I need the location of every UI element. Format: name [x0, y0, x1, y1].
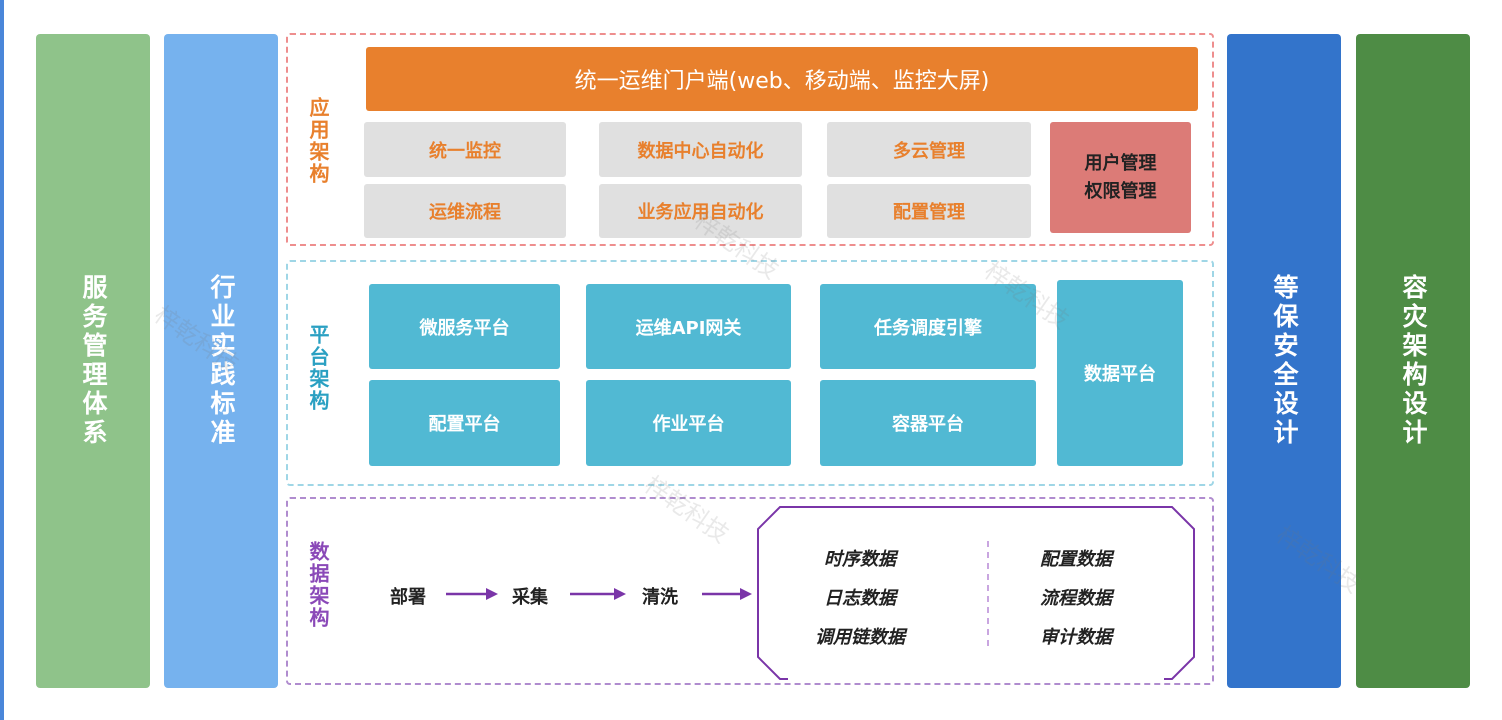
permission-management-label: 权限管理 — [1084, 180, 1157, 202]
platform-architecture-section: 平台架构 微服务平台 运维API网关 任务调度引擎 配置平台 作业平台 容器平台… — [286, 260, 1214, 486]
platform-box-container: 容器平台 — [820, 380, 1036, 466]
data-bracket-frame — [757, 506, 1195, 680]
platform-box-microservice: 微服务平台 — [369, 284, 560, 369]
platform-box-job: 作业平台 — [586, 380, 791, 466]
industry-practice-pillar: 行业实践标准 — [164, 34, 278, 688]
platform-box-config: 配置平台 — [369, 380, 560, 466]
unified-portal-bar: 统一运维门户端(web、移动端、监控大屏) — [366, 47, 1198, 111]
unified-portal-label: 统一运维门户端(web、移动端、监控大屏) — [574, 69, 990, 94]
data-architecture-section: 数据架构 部署 采集 清洗 时序数据 日志数据 调用链数据 配置数据 流程数据 … — [286, 497, 1214, 685]
app-box-multicloud: 多云管理 — [827, 122, 1031, 177]
industry-practice-label: 行业实践标准 — [207, 274, 236, 448]
platform-box-label: 运维API网关 — [635, 317, 742, 339]
platform-box-label: 微服务平台 — [419, 317, 510, 339]
platform-box-label: 作业平台 — [652, 414, 725, 435]
app-box-dc-automation: 数据中心自动化 — [599, 122, 802, 177]
app-box-label: 配置管理 — [893, 202, 965, 223]
data-platform-label: 数据平台 — [1084, 364, 1156, 385]
service-management-pillar: 服务管理体系 — [36, 34, 150, 688]
data-item-process: 流程数据 — [1040, 588, 1112, 609]
app-box-ops-process: 运维流程 — [364, 184, 566, 238]
disaster-recovery-pillar: 容灾架构设计 — [1356, 34, 1470, 688]
security-design-pillar: 等保安全设计 — [1227, 34, 1341, 688]
flow-step-deploy: 部署 — [390, 587, 426, 608]
data-item-timeseries: 时序数据 — [824, 549, 896, 570]
disaster-recovery-label: 容灾架构设计 — [1399, 274, 1428, 448]
data-architecture-label: 数据架构 — [306, 541, 330, 629]
data-platform-box: 数据平台 — [1057, 280, 1183, 466]
app-architecture-section: 应用架构 统一运维门户端(web、移动端、监控大屏) 统一监控 数据中心自动化 … — [286, 33, 1214, 246]
flow-step-clean: 清洗 — [642, 587, 678, 608]
app-box-label: 多云管理 — [893, 140, 965, 162]
data-item-config: 配置数据 — [1040, 549, 1112, 570]
flow-step-collect: 采集 — [512, 587, 548, 608]
platform-box-task-scheduler: 任务调度引擎 — [820, 284, 1036, 369]
arrow-right-icon — [702, 588, 752, 600]
data-item-log: 日志数据 — [824, 588, 896, 609]
security-design-label: 等保安全设计 — [1270, 274, 1299, 448]
platform-box-label: 任务调度引擎 — [874, 317, 982, 339]
arrow-right-icon — [446, 588, 498, 600]
app-box-config-management: 配置管理 — [827, 184, 1031, 238]
platform-box-label: 容器平台 — [892, 414, 964, 435]
user-permission-box: 用户管理 权限管理 — [1050, 122, 1191, 233]
app-box-label: 业务应用自动化 — [637, 202, 764, 223]
platform-box-api-gateway: 运维API网关 — [586, 284, 791, 369]
platform-box-label: 配置平台 — [428, 414, 501, 435]
user-management-label: 用户管理 — [1084, 152, 1157, 174]
app-box-label: 数据中心自动化 — [637, 140, 764, 162]
platform-architecture-label: 平台架构 — [306, 324, 330, 412]
service-management-label: 服务管理体系 — [79, 274, 108, 448]
app-box-label: 统一监控 — [429, 140, 501, 162]
app-box-unified-monitoring: 统一监控 — [364, 122, 566, 177]
data-item-trace: 调用链数据 — [815, 627, 905, 648]
app-architecture-label: 应用架构 — [306, 97, 330, 185]
app-box-label: 运维流程 — [429, 202, 501, 223]
left-edge-line — [0, 0, 4, 720]
arrow-right-icon — [570, 588, 626, 600]
data-item-audit: 审计数据 — [1040, 627, 1112, 648]
app-box-business-automation: 业务应用自动化 — [599, 184, 802, 238]
